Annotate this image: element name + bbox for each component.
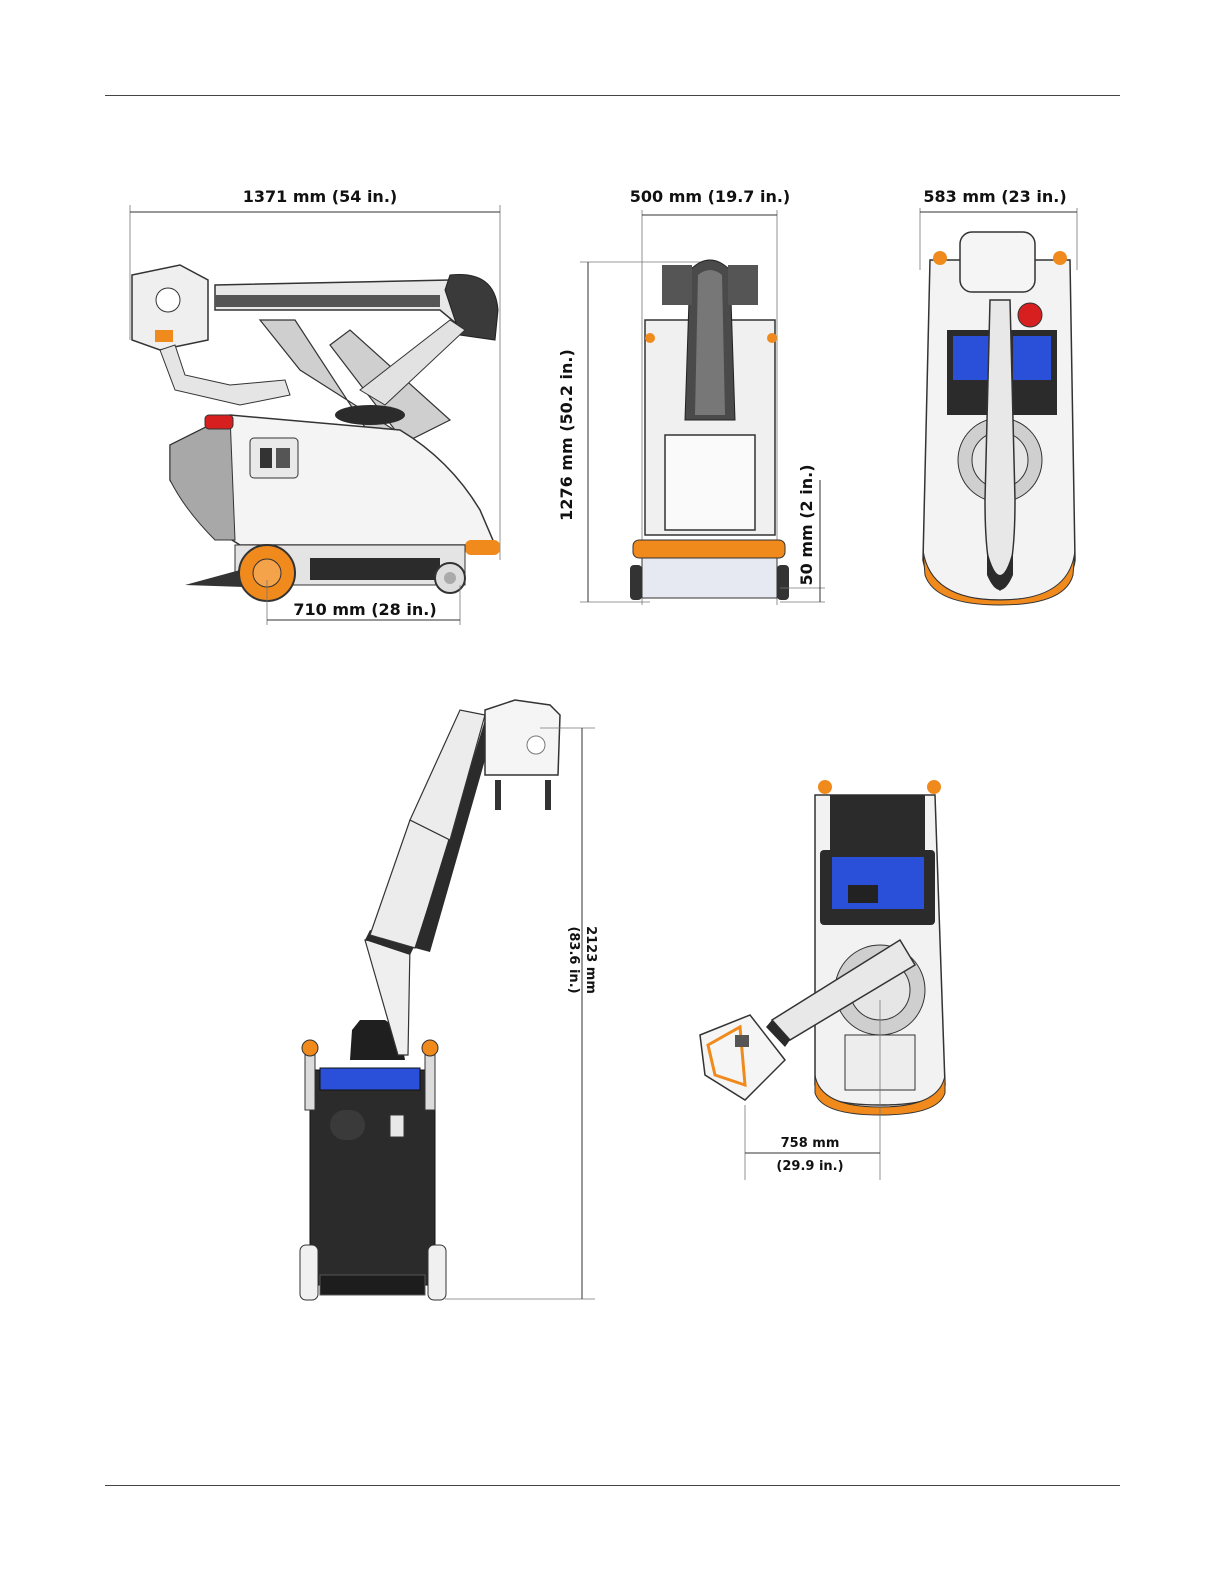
front-width-label: 500 mm (19.7 in.)	[630, 187, 791, 206]
top-view-figure: 583 mm (23 in.)	[905, 180, 1095, 610]
front-height-label: 1276 mm (50.2 in.)	[557, 349, 576, 521]
header-rule	[105, 95, 1120, 96]
side-wheelbase-label: 710 mm (28 in.)	[293, 600, 436, 619]
rotated-top-view-figure: 758 mm (29.9 in.)	[690, 775, 965, 1185]
extended-height-in: (83.6 in.)	[566, 926, 581, 993]
footer-rule	[105, 1485, 1120, 1486]
front-clearance-label: 50 mm (2 in.)	[797, 464, 816, 585]
extended-height-mm: 2123 mm	[583, 926, 598, 994]
rotated-reach-mm: 758 mm	[781, 1136, 840, 1151]
top-width-label: 583 mm (23 in.)	[923, 187, 1066, 206]
side-width-label: 1371 mm (54 in.)	[243, 187, 397, 206]
front-view-figure: 500 mm (19.7 in.) 1276 mm (50.2 in.) 50 …	[550, 180, 840, 620]
rotated-reach-in: (29.9 in.)	[776, 1159, 843, 1174]
side-view-figure: 1371 mm (54 in.) 710 mm (28 in.)	[120, 180, 520, 630]
extended-view-figure: 2123 mm (83.6 in.)	[290, 690, 620, 1305]
